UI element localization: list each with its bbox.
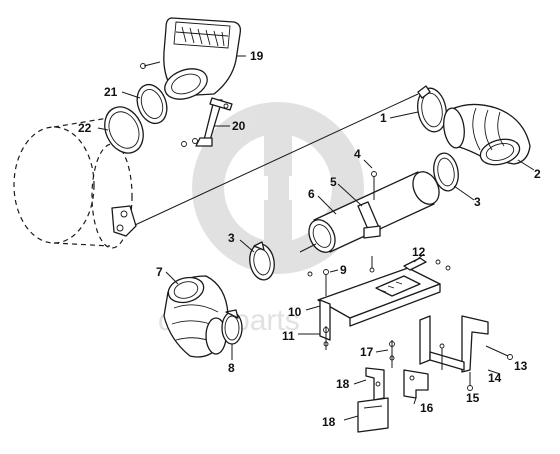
callout-10: 10 — [288, 305, 302, 319]
callout-9: 9 — [340, 263, 347, 277]
side-bracket-14 — [419, 315, 489, 373]
bracket-plate-19 — [357, 397, 389, 433]
bracket-18 — [365, 367, 385, 401]
callout-3-upper: 3 — [474, 195, 481, 209]
bolt-11 — [323, 326, 329, 350]
hose-clamp-8 — [221, 309, 243, 345]
bolt-9 — [307, 269, 329, 296]
elbow-hose-7 — [163, 275, 229, 358]
callout-3-lower: 3 — [228, 231, 235, 245]
bolt-17 — [389, 340, 395, 368]
watermark-logo — [192, 102, 364, 274]
bracket-16 — [403, 343, 445, 399]
pipe-clamp-5 — [357, 201, 381, 239]
air-cleaner-bracket — [111, 205, 137, 237]
callout-1: 1 — [380, 111, 387, 125]
bolt-15 — [467, 372, 473, 391]
callout-labels: 19 21 22 20 1 2 3 4 5 6 3 7 8 9 10 11 12… — [78, 49, 541, 429]
hose-clamp-3-lower — [249, 241, 275, 281]
mounting-plate-12 — [317, 257, 441, 341]
callout-22: 21 — [104, 85, 118, 99]
callout-13: 13 — [514, 359, 528, 373]
hose-clamp-3-upper — [433, 152, 459, 192]
clamp-ring-23 — [104, 106, 144, 154]
callout-16: 16 — [420, 401, 434, 415]
callout-23: 22 — [78, 121, 92, 135]
bolt-13 — [485, 345, 513, 360]
callout-21: 20 — [232, 119, 246, 133]
callout-12: 12 — [412, 245, 426, 259]
callout-11: 11 — [282, 329, 295, 343]
callout-20: 19 — [250, 49, 264, 63]
callout-7: 7 — [156, 265, 163, 279]
callout-4: 4 — [354, 147, 361, 161]
callout-6: 6 — [308, 187, 315, 201]
intake-pipe-6 — [308, 171, 440, 253]
callout-14: 14 — [488, 371, 502, 385]
callout-18: 18 — [336, 377, 350, 391]
elbow-hose-2 — [443, 103, 531, 166]
plate-bolts — [369, 256, 451, 273]
callout-15: 15 — [466, 391, 480, 405]
bolt-4 — [371, 171, 377, 200]
callout-2: 2 — [534, 167, 541, 181]
hose-clamp-1 — [417, 85, 447, 133]
clamp-ring-22 — [136, 83, 168, 125]
hood-bolt — [140, 61, 161, 69]
intake-hood — [163, 17, 242, 100]
callout-5: 5 — [330, 175, 337, 189]
callout-19: 18 — [322, 415, 336, 429]
callout-17: 17 — [360, 345, 374, 359]
support-strap — [181, 97, 233, 147]
callout-leaders — [97, 55, 535, 421]
callout-8: 8 — [228, 361, 235, 375]
